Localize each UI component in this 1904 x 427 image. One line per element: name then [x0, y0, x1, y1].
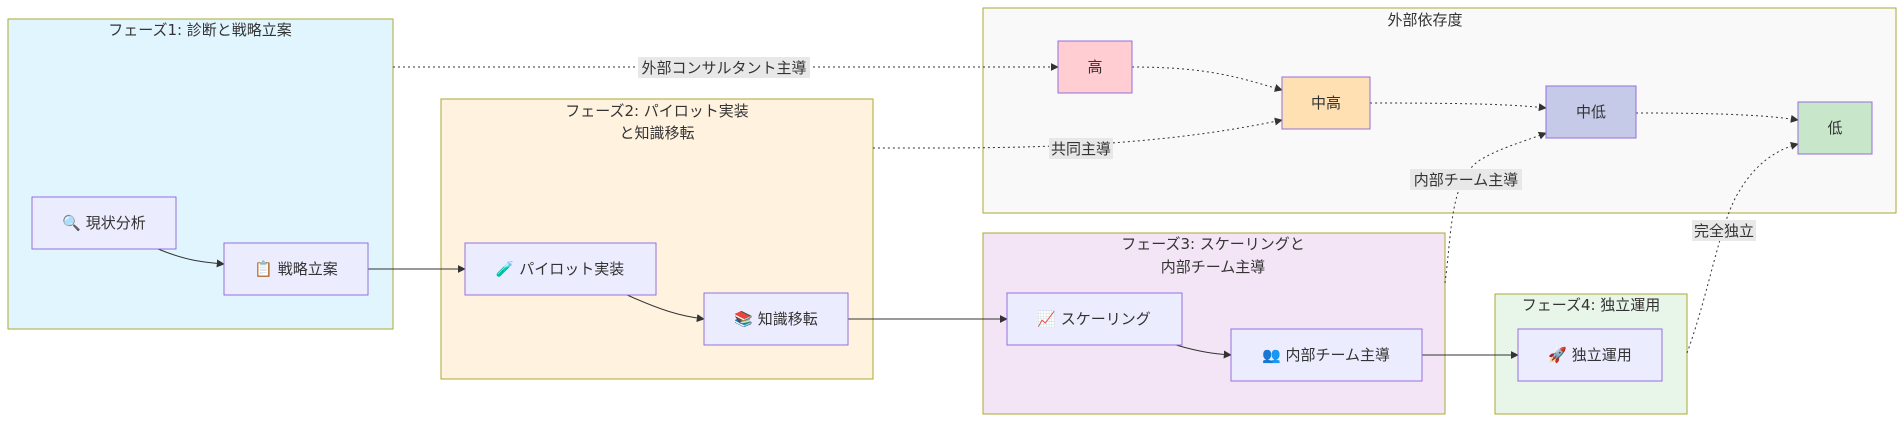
svg-text:🚀 独立運用: 🚀 独立運用 — [1548, 346, 1631, 364]
cluster-phase2-title-line2: と知識移転 — [619, 124, 694, 142]
edge-label-consultant: 外部コンサルタント主導 — [638, 57, 810, 78]
dependency-edges — [393, 63, 1799, 354]
cluster-phase3-title-line1: フェーズ3: スケーリングと — [1121, 235, 1305, 253]
edge-label-internal-team: 内部チーム主導 — [1410, 169, 1522, 190]
node-independent: 🚀 独立運用 — [1517, 328, 1663, 382]
svg-text:📋 戦略立案: 📋 戦略立案 — [254, 260, 337, 278]
svg-text:外部コンサルタント主導: 外部コンサルタント主導 — [641, 59, 806, 77]
edge-phase4-low — [1686, 141, 1799, 354]
node-current-analysis: 🔍 現状分析 — [31, 196, 177, 250]
node-level-mid-high: 中高 — [1281, 76, 1371, 130]
node-level-low: 低 — [1797, 101, 1873, 155]
node-internal-team: 👥 内部チーム主導 — [1230, 328, 1423, 382]
edge-scaling-internal — [1175, 344, 1232, 359]
svg-text:完全独立: 完全独立 — [1694, 222, 1754, 240]
node-level-high: 高 — [1057, 40, 1133, 94]
node-scaling: 📈 スケーリング — [1006, 292, 1183, 346]
edge-label-fully-independent: 完全独立 — [1692, 220, 1756, 241]
edge-midlow-low — [1635, 112, 1799, 123]
edge-analysis-strategy — [157, 248, 225, 268]
flow-edges — [157, 248, 1519, 359]
svg-text:📚 知識移転: 📚 知識移転 — [734, 310, 817, 328]
svg-text:👥 内部チーム主導: 👥 内部チーム主導 — [1262, 346, 1390, 364]
cluster-phase2-title-line1: フェーズ2: パイロット実装 — [565, 102, 749, 120]
edge-midhigh-midlow — [1369, 102, 1547, 112]
cluster-phase4-title: フェーズ4: 独立運用 — [1522, 296, 1661, 314]
node-strategy: 📋 戦略立案 — [223, 242, 369, 296]
svg-text:内部チーム主導: 内部チーム主導 — [1414, 171, 1519, 189]
edge-label-joint: 共同主導 — [1049, 138, 1113, 159]
node-knowledge: 📚 知識移転 — [703, 292, 849, 346]
svg-text:🔍 現状分析: 🔍 現状分析 — [62, 213, 145, 232]
node-pilot: 🧪 パイロット実装 — [464, 242, 657, 296]
svg-text:中低: 中低 — [1576, 103, 1606, 121]
cluster-phase1-title: フェーズ1: 診断と戦略立案 — [108, 21, 292, 39]
svg-text:低: 低 — [1827, 119, 1842, 137]
cluster-dependency-title: 外部依存度 — [1387, 11, 1462, 29]
svg-text:🧪 パイロット実装: 🧪 パイロット実装 — [496, 260, 624, 278]
cluster-phase3-title-line2: 内部チーム主導 — [1161, 258, 1266, 276]
svg-text:共同主導: 共同主導 — [1051, 140, 1111, 158]
svg-text:📈 スケーリング: 📈 スケーリング — [1037, 310, 1150, 328]
edge-pilot-knowledge — [624, 293, 705, 323]
node-level-mid-low: 中低 — [1545, 85, 1637, 139]
cluster-phase1: フェーズ1: 診断と戦略立案 — [7, 18, 394, 330]
svg-text:中高: 中高 — [1311, 94, 1341, 112]
edge-phase3-midlow — [1444, 131, 1547, 284]
svg-text:高: 高 — [1087, 58, 1102, 76]
